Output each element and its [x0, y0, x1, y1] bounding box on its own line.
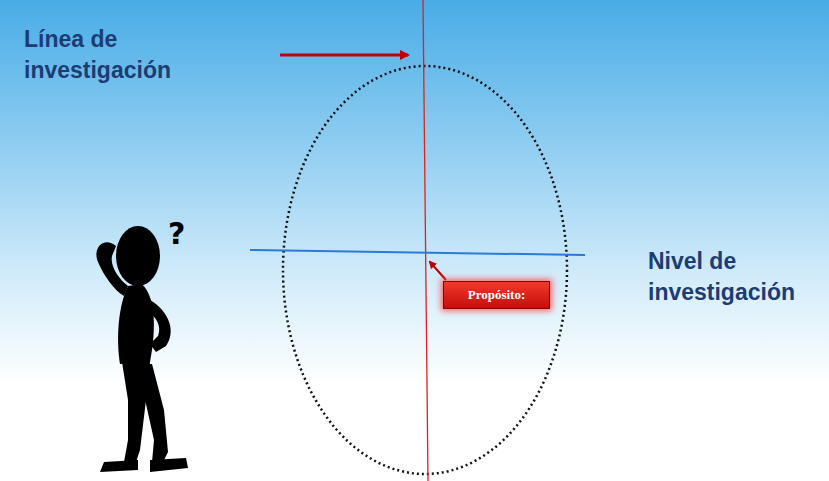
box-text: Propósito:: [468, 287, 526, 303]
purpose-box: Propósito:: [443, 281, 550, 309]
question-mark: ?: [168, 218, 198, 250]
pointer-arrow: [280, 54, 408, 57]
axis-label: Línea de investigación: [24, 24, 214, 86]
thinking-person: [96, 226, 188, 472]
pointer-arrow: [430, 262, 446, 280]
axis-label: Nivel de investigación: [648, 246, 823, 308]
dotted-ellipse: [283, 66, 567, 474]
research-line: [423, 0, 428, 481]
research-level-line: [250, 250, 585, 255]
